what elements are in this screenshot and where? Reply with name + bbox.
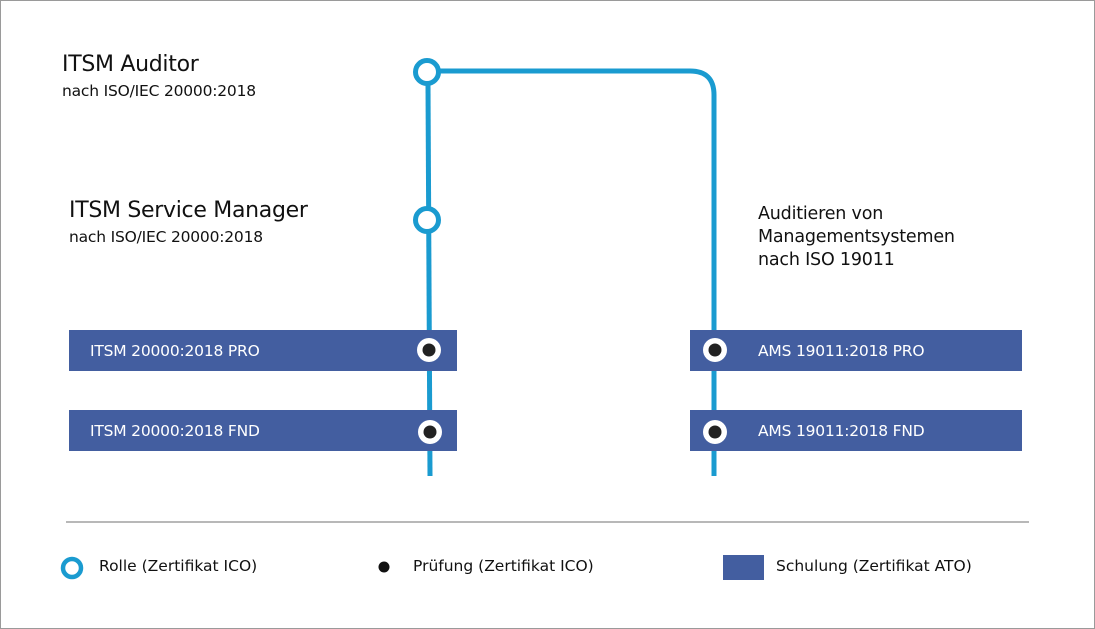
ams-description-line: Managementsystemen	[758, 227, 955, 247]
role-title-itsm-service-manager: ITSM Service Manager	[69, 198, 308, 223]
legend-exam-label: Prüfung (Zertifikat ICO)	[413, 557, 594, 575]
role-node-auditor	[413, 58, 441, 86]
ams-description-line: nach ISO 19011	[758, 250, 895, 270]
training-label: AMS 19011:2018 FND	[758, 421, 925, 440]
training-itsm-pro: ITSM 20000:2018 PRO	[69, 330, 457, 371]
legend-training-label: Schulung (Zertifikat ATO)	[776, 557, 972, 575]
exam-node-ams-pro-dot	[708, 343, 722, 357]
legend-role-icon	[60, 556, 84, 580]
exam-node-ams-fnd-dot	[708, 425, 722, 439]
auditor-connector-line	[440, 68, 717, 476]
role-subtitle-itsm-service-manager: nach ISO/IEC 20000:2018	[69, 228, 263, 246]
training-label: AMS 19011:2018 PRO	[758, 341, 925, 360]
exam-node-itsm-fnd-dot	[423, 425, 437, 439]
role-subtitle-itsm-auditor: nach ISO/IEC 20000:2018	[62, 82, 256, 100]
exam-node-itsm-pro-dot	[422, 343, 436, 357]
role-title-itsm-auditor: ITSM Auditor	[62, 52, 199, 77]
role-node-service-manager	[413, 206, 441, 234]
training-label: ITSM 20000:2018 FND	[90, 421, 260, 440]
legend-role-label: Rolle (Zertifikat ICO)	[99, 557, 258, 575]
training-ams-pro: AMS 19011:2018 PRO	[690, 330, 1022, 371]
ams-description: Auditieren von Managementsystemen nach I…	[758, 203, 955, 272]
ams-description-line: Auditieren von	[758, 204, 884, 224]
training-label: ITSM 20000:2018 PRO	[90, 341, 260, 360]
training-ams-fnd: AMS 19011:2018 FND	[690, 410, 1022, 451]
training-itsm-fnd: ITSM 20000:2018 FND	[69, 410, 457, 451]
legend-exam-icon	[378, 561, 390, 573]
legend-training-swatch	[723, 555, 764, 580]
